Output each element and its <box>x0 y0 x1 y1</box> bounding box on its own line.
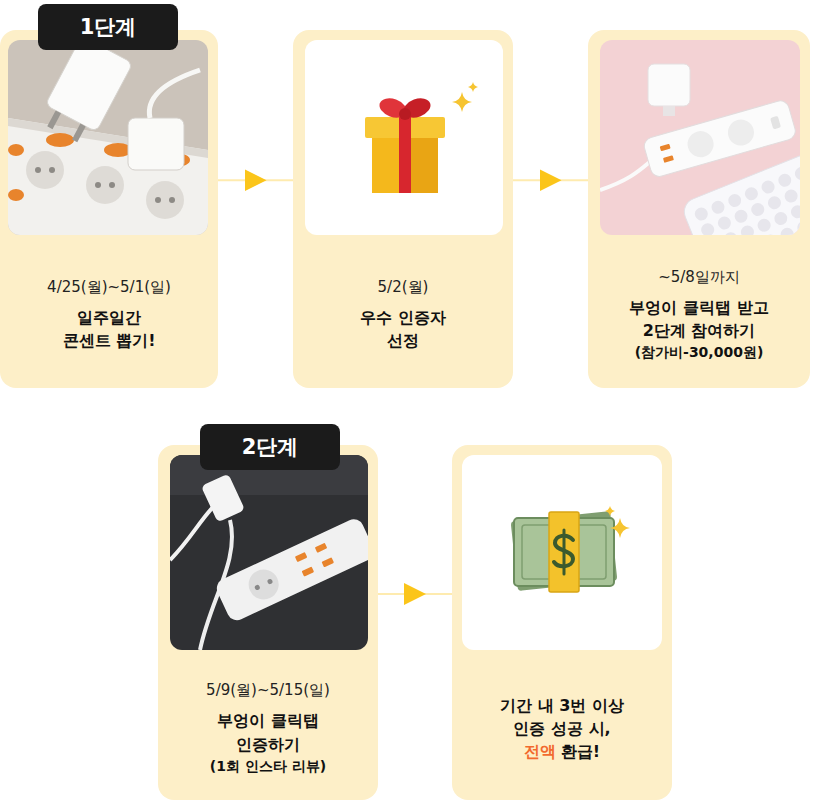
stage-tag: 1단계 <box>38 4 178 50</box>
step-text: 전액 <box>524 742 556 761</box>
keyboard-key <box>733 208 750 225</box>
keyboard-key <box>699 221 716 235</box>
keyboard-key <box>739 223 756 235</box>
note-text: (참가비-30,000원) <box>588 344 810 362</box>
card-text-area: ~5/8일까지부엉이 클릭탭 받고 2단계 참여하기 (참가비-30,000원) <box>588 242 810 388</box>
keyboard-key <box>793 165 800 182</box>
keyboard-key <box>779 226 796 235</box>
date-text: 4/25(월)~5/1(일) <box>0 278 218 297</box>
card-text-block: ~5/8일까지부엉이 클릭탭 받고 2단계 참여하기 (참가비-30,000원) <box>588 268 810 362</box>
keyboard-key <box>710 199 727 216</box>
keyboard-key <box>716 214 733 231</box>
keyboard-key <box>762 232 779 235</box>
step-text: 기간 내 3번 이상 인증 성공 시, <box>495 694 629 740</box>
keyboard-key <box>749 201 766 218</box>
card-text-area: 4/25(월)~5/1(일) 일주일간 콘센트 뽑기! <box>0 242 218 388</box>
flow-arrow <box>218 179 293 181</box>
date-text: ~5/8일까지 <box>588 268 810 287</box>
card-text-block: 기간 내 3번 이상 인증 성공 시, 전액 환급! <box>452 694 672 764</box>
stage-label: 2단계 <box>242 433 299 461</box>
keyboard-key <box>783 187 800 204</box>
keyboard-key <box>776 172 793 189</box>
keyboard-key <box>789 203 800 220</box>
card-text-block: 5/2(월) 우수 인증자 선정 <box>293 278 513 352</box>
keyboard-key <box>766 194 783 211</box>
keyboard-key <box>772 210 789 227</box>
card-text-block: 4/25(월)~5/1(일) 일주일간 콘센트 뽑기! <box>0 278 218 352</box>
card-text-area: 5/9(월)~5/15(일) 부엉이 클릭탭 인증하기 (1회 인스타 리뷰) <box>158 657 378 800</box>
card-text-area: 기간 내 3번 이상 인증 성공 시, 전액 환급! <box>452 657 672 800</box>
gift-icon <box>305 40 503 235</box>
stage-tag: 2단계 <box>200 424 340 470</box>
money-icon <box>462 455 662 650</box>
step-text: 일주일간 콘센트 뽑기! <box>59 306 158 352</box>
flow-arrow <box>513 179 588 181</box>
keyboard-key <box>743 185 760 202</box>
clicktap-photo <box>600 40 800 235</box>
date-text: 5/9(월)~5/15(일) <box>158 681 378 700</box>
step-card: 4/25(월)~5/1(일) 일주일간 콘센트 뽑기! <box>0 30 218 388</box>
card-text-block: 5/9(월)~5/15(일) 부엉이 클릭탭 인증하기 (1회 인스타 리뷰) <box>158 681 378 775</box>
keyboard-key <box>795 219 800 235</box>
keyboard-key <box>722 230 739 235</box>
step-text: 환급! <box>561 742 600 761</box>
note-text: (1회 인스타 리뷰) <box>158 758 378 776</box>
keyboard-key <box>756 217 773 234</box>
date-text: 5/2(월) <box>293 278 513 297</box>
step-card: 5/2(월) 우수 인증자 선정 <box>293 30 513 388</box>
flow-arrow <box>378 593 452 595</box>
stage-label: 1단계 <box>80 13 137 41</box>
keyboard-key <box>693 205 710 222</box>
card-text-area: 5/2(월) 우수 인증자 선정 <box>293 242 513 388</box>
keyboard-key <box>726 192 743 209</box>
step-text: 부엉이 클릭탭 인증하기 <box>214 709 323 755</box>
keyboard-key <box>799 181 800 198</box>
clicktap-desk-photo <box>170 455 368 650</box>
step-text: 부엉이 클릭탭 받고 2단계 참여하기 <box>624 296 774 342</box>
power-strip-photo <box>8 40 208 235</box>
step-card: 5/9(월)~5/15(일) 부엉이 클릭탭 인증하기 (1회 인스타 리뷰) <box>158 445 378 800</box>
step-text: 우수 인증자 선정 <box>357 306 450 352</box>
keyboard-key <box>760 178 777 195</box>
step-card: ~5/8일까지부엉이 클릭탭 받고 2단계 참여하기 (참가비-30,000원) <box>588 30 810 388</box>
step-card: 기간 내 3번 이상 인증 성공 시, 전액 환급! <box>452 445 672 800</box>
